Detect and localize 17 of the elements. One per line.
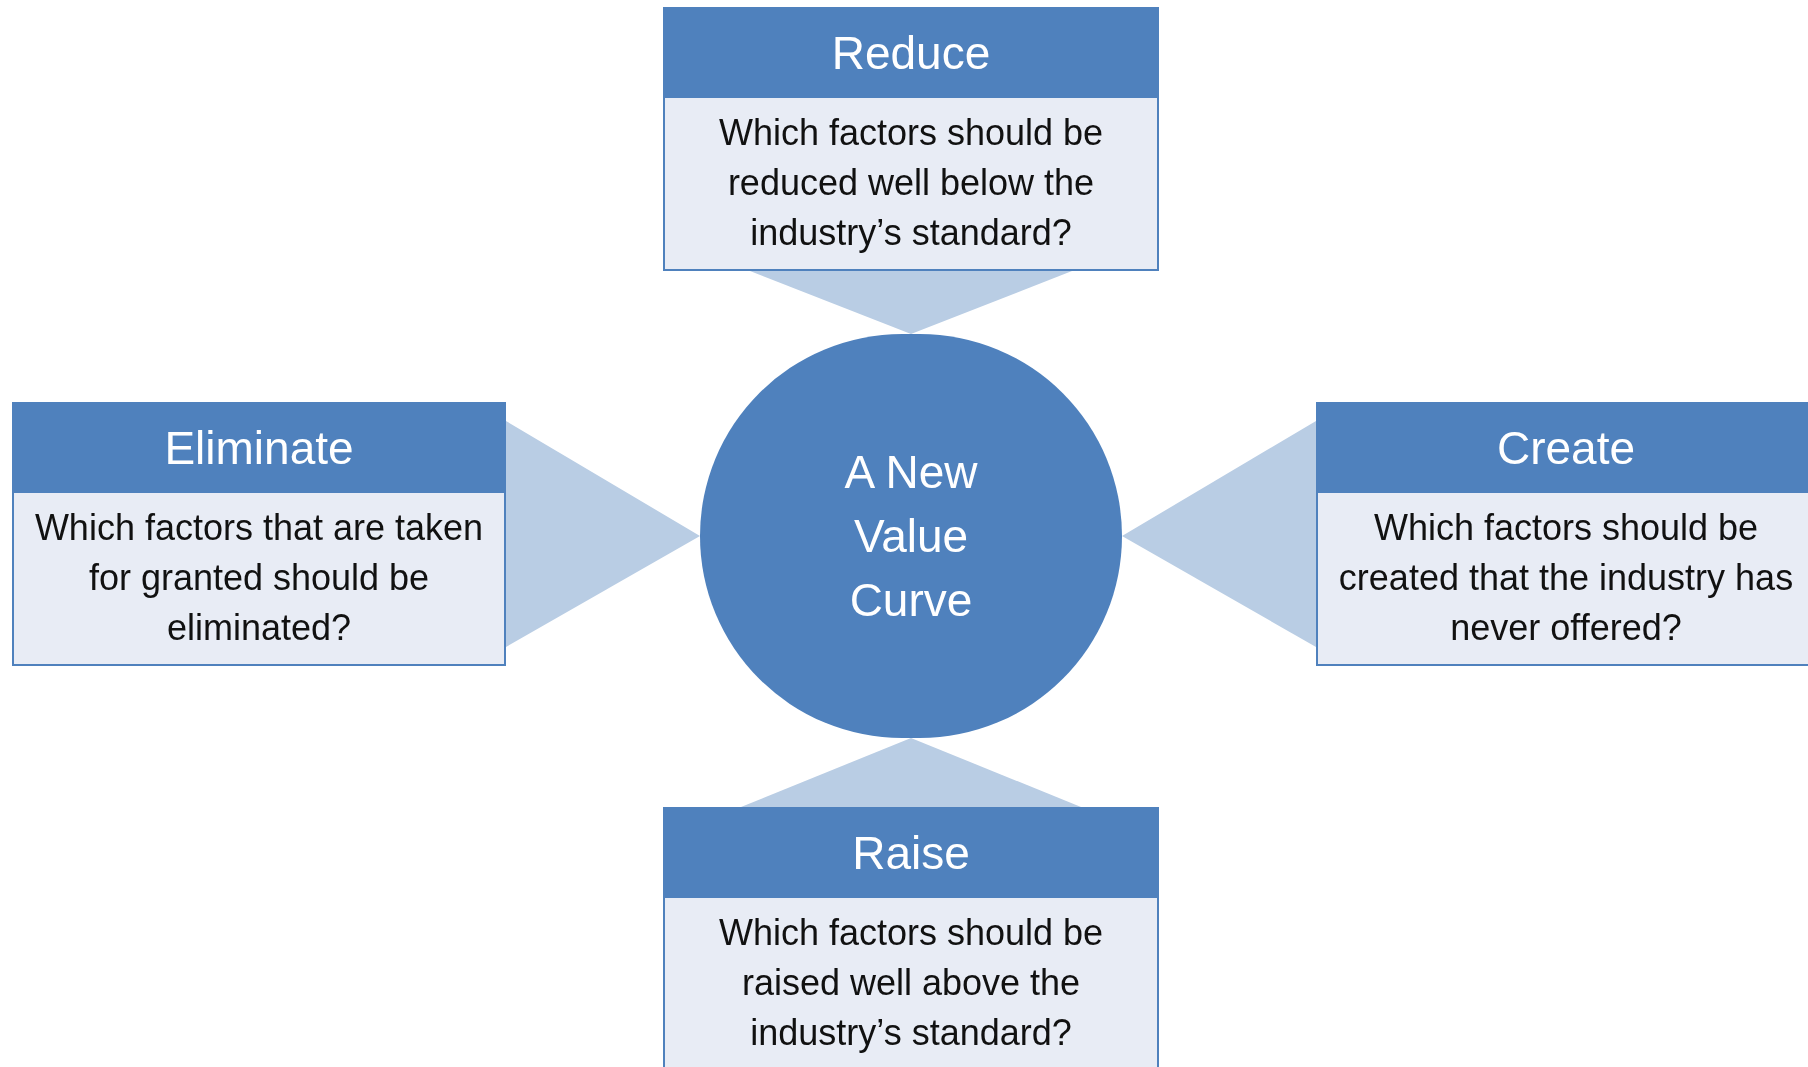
circle-label: A New Value Curve [843, 445, 979, 628]
question-text: Which factors should be created that the industry has never offered? [1337, 506, 1795, 650]
wedge-connector [506, 421, 700, 647]
question-card [12, 402, 506, 666]
question-text: Which factors that are taken for granted should be eliminated? [33, 506, 485, 650]
question-card [663, 7, 1159, 271]
question-card [663, 807, 1159, 1067]
wedge-connector [1122, 421, 1316, 647]
card-header: Reduce [665, 9, 1157, 98]
card-header: Create [1318, 404, 1808, 493]
question-text: Which factors should be reduced well below the industry’s standard? [717, 111, 1105, 255]
wedge-connector [750, 271, 1072, 334]
question-text: Which factors should be raised well above the industry’s standard? [717, 911, 1105, 1055]
card-header: Raise [665, 809, 1157, 898]
wedge-connector [741, 738, 1081, 807]
question-card [1316, 402, 1808, 666]
card-header: Eliminate [14, 404, 504, 493]
